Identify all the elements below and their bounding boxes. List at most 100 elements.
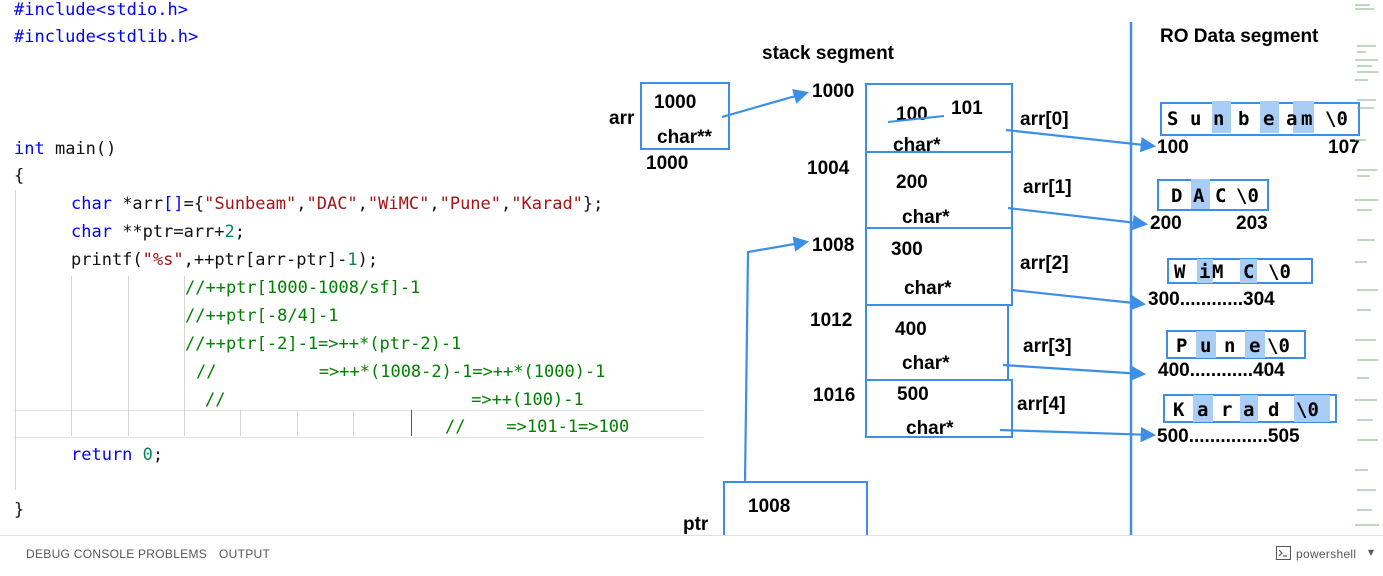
terminal-icon (1276, 546, 1291, 563)
string-char: u (1200, 335, 1211, 357)
code-text: *arr (111, 194, 164, 214)
element-name: arr[1] (1023, 177, 1072, 198)
pointer-arrow (1002, 363, 1147, 381)
indent-guide (184, 276, 185, 436)
string-end-address: 107 (1328, 137, 1360, 158)
arr-label: arr (609, 108, 635, 129)
string-char: d (1268, 399, 1279, 421)
text-cursor (411, 410, 412, 436)
string-char: e (1249, 335, 1260, 357)
number-literal: 1 (347, 250, 358, 270)
cell-value: 200 (896, 172, 928, 193)
cell-address: 1008 (812, 235, 854, 256)
code-line-include-stdlib: #include<stdlib.h> (14, 27, 198, 51)
code-text: **ptr=arr+ (111, 222, 225, 242)
string-char: m (1301, 108, 1312, 130)
pointer-arrow (999, 426, 1157, 443)
code-editor[interactable]: #include<stdio.h> #include<stdlib.h> int… (0, 0, 704, 535)
brace: { (14, 166, 25, 186)
keyword: char (71, 194, 112, 214)
cell-address: 1000 (812, 81, 854, 102)
string-char: \0 (1296, 399, 1319, 421)
ro-string-karad: K a r a d \0 500...............505 (1157, 394, 1337, 447)
keyword: return (71, 445, 133, 465)
preprocessor: #include<stdio.h> (14, 0, 188, 20)
indent-guide (128, 276, 129, 436)
arr-arrow (721, 88, 809, 119)
string-char: e (1263, 108, 1274, 130)
ro-string-wimc: W i M C \0 300............304 (1148, 258, 1313, 310)
brace: } (14, 500, 25, 520)
number-literal: 0 (142, 445, 153, 465)
string-box (1166, 330, 1306, 359)
cell-type: char* (906, 418, 954, 439)
char-highlight (1260, 101, 1279, 133)
char-highlight (1196, 331, 1216, 358)
code-text: ={ (183, 194, 205, 214)
pointer-arrow (1007, 206, 1149, 231)
string-char: M (1212, 261, 1223, 283)
element-name: arr[2] (1020, 253, 1069, 274)
tab-output[interactable]: OUTPUT (219, 547, 271, 561)
cell-type: char* (902, 207, 950, 228)
char-highlight (1293, 101, 1314, 133)
code-comment: //++ptr[1000-1008/sf]-1 (185, 278, 421, 298)
string-char: D (1171, 185, 1182, 207)
string-char: r (1221, 399, 1232, 421)
string-start-address: 100 (1157, 137, 1189, 158)
string-char: S (1167, 108, 1178, 130)
code-comment: //++ptr[-8/4]-1 (185, 306, 339, 326)
tab-debug-console[interactable]: DEBUG CONSOLE (26, 547, 135, 561)
strike-through (887, 115, 945, 123)
code-line-arr-decl: char *arr[]={"Sunbeam","DAC","WiMC","Pun… (71, 194, 603, 218)
string-char: W (1174, 261, 1186, 283)
string-literal: "DAC" (306, 194, 358, 214)
string-address-range: 500...............505 (1157, 426, 1300, 447)
char-highlight (1240, 395, 1258, 422)
string-literal: "Karad" (511, 194, 583, 214)
cell-value: 400 (895, 319, 927, 340)
char-highlight (1245, 331, 1265, 358)
pointer-arrow (1005, 128, 1157, 153)
cell-value: 300 (891, 239, 923, 260)
string-char: C (1215, 185, 1226, 207)
string-address-range: 400............404 (1158, 360, 1285, 381)
comma: , (501, 194, 512, 214)
code-text: ; (152, 445, 164, 465)
code-line-printf: printf("%s",++ptr[arr-ptr]-1); (71, 250, 378, 274)
pointer-arrow (1011, 288, 1147, 311)
string-literal: "Pune" (439, 194, 502, 214)
indent-guide (240, 410, 241, 436)
tab-problems[interactable]: PROBLEMS (138, 547, 208, 561)
ro-string-dac: D A C \0 200 203 (1150, 179, 1269, 234)
code-comment: // =>++(100)-1 (205, 390, 584, 410)
char-highlight (1191, 179, 1210, 209)
code-text: printf( (71, 250, 143, 270)
cell-address: 1012 (810, 310, 852, 331)
string-char: n (1224, 335, 1235, 357)
char-highlight (1294, 395, 1330, 422)
string-char: a (1286, 108, 1297, 130)
split-terminal-icon[interactable]: ▾ (1368, 545, 1375, 559)
cell-address: 1016 (813, 385, 855, 406)
string-char: i (1199, 261, 1210, 283)
code-line-return: return 0; (71, 445, 163, 469)
minimap[interactable] (1352, 0, 1383, 535)
preprocessor: #include<stdlib.h> (14, 27, 199, 47)
keyword: int (14, 139, 45, 159)
code-line-open-brace: { (14, 166, 24, 190)
code-line-ptr-decl: char **ptr=arr+2; (71, 222, 245, 246)
string-char: a (1243, 399, 1254, 421)
code-line-main: int main() (14, 139, 116, 163)
number-literal: 2 (224, 222, 235, 242)
string-address-range: 300............304 (1148, 289, 1275, 310)
terminal-selector[interactable]: powershell (1296, 547, 1357, 561)
char-highlight (1197, 259, 1213, 283)
cell-old-value: 100 (896, 104, 928, 125)
string-box (1157, 179, 1269, 211)
string-char: b (1238, 108, 1249, 130)
string-char: \0 (1268, 261, 1291, 283)
char-highlight (1193, 395, 1213, 422)
code-line-include-stdio: #include<stdio.h> (14, 0, 188, 24)
